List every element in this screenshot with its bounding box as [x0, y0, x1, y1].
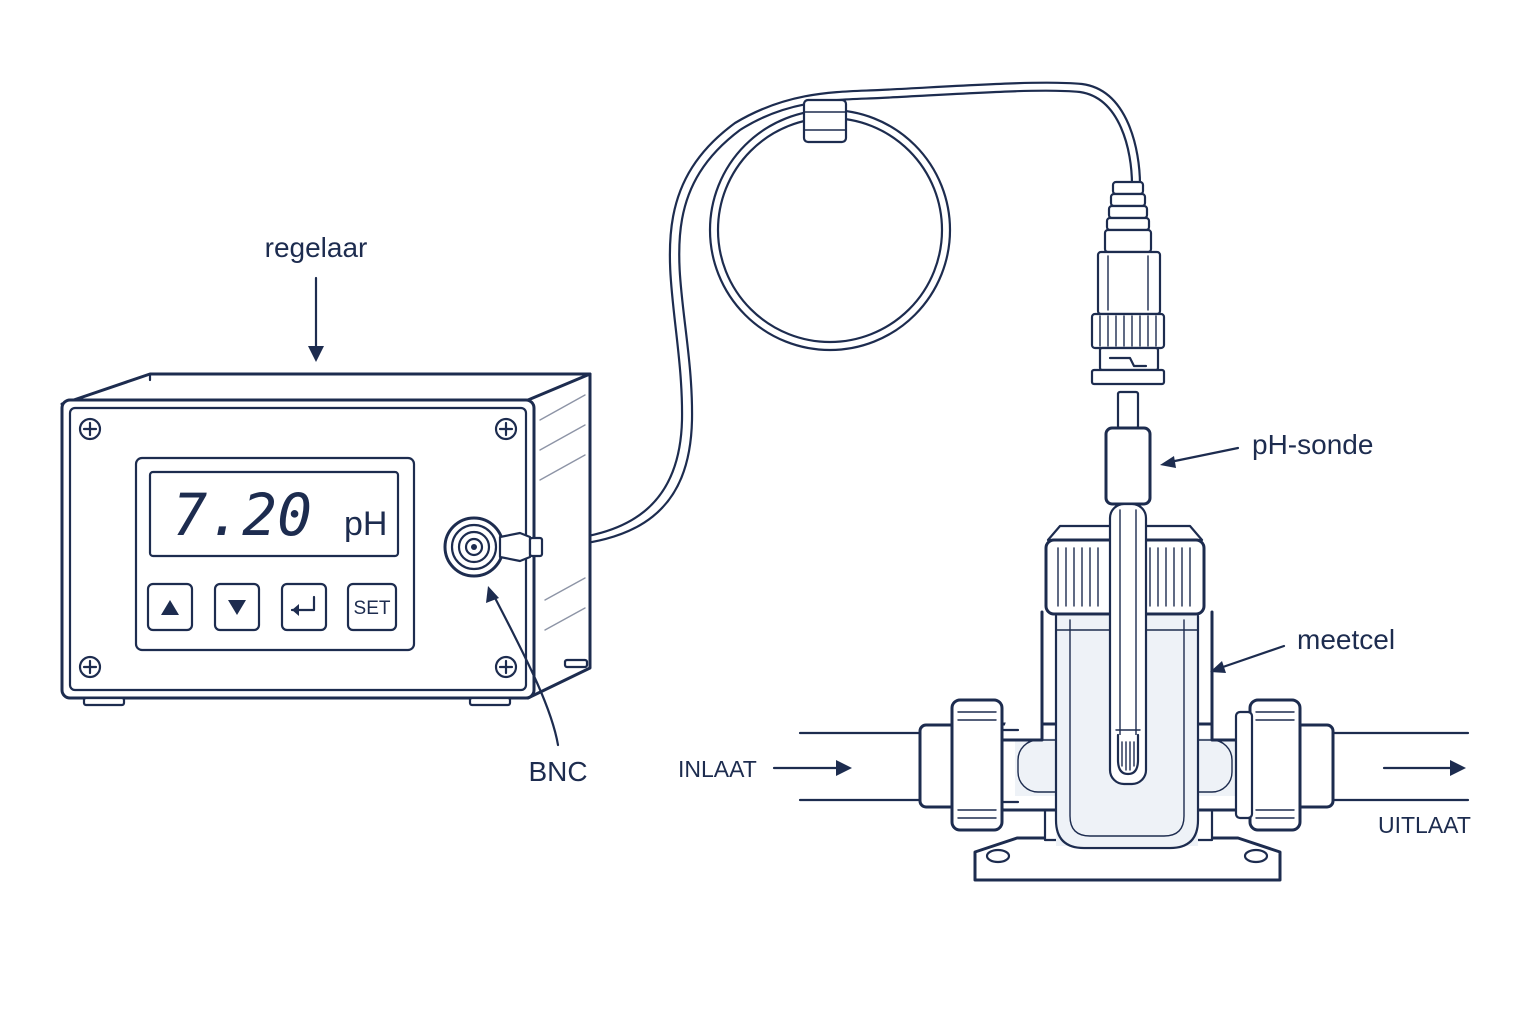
outlet-pipe — [1326, 731, 1470, 802]
union-nut-left — [918, 698, 1020, 832]
outlet-label-group: UITLAAT — [1378, 760, 1471, 838]
probe-cable — [538, 81, 1142, 549]
set-button-label: SET — [354, 598, 391, 619]
display-panel: 7.20 pH — [134, 456, 416, 652]
screw-icon — [494, 655, 518, 679]
inlet-pipe — [798, 731, 927, 802]
down-button[interactable] — [213, 582, 261, 632]
display-value: 7.20 — [172, 481, 312, 549]
probe-label: pH-sonde — [1252, 429, 1373, 460]
bnc-socket — [443, 516, 544, 578]
union-nut-right — [1234, 698, 1335, 832]
controller-label-group: regelaar — [265, 232, 368, 362]
arrow-right-icon — [1450, 760, 1466, 776]
arrow-left-icon — [1210, 661, 1226, 673]
cell-label-group: meetcel — [1210, 624, 1395, 673]
cell-label: meetcel — [1297, 624, 1395, 655]
arrow-up-left-icon — [486, 586, 499, 603]
triangle-up-icon — [161, 600, 179, 615]
arrow-right-icon — [836, 760, 852, 776]
inlet-label-group: INLAAT — [678, 756, 852, 782]
bnc-label-group: BNC — [486, 586, 588, 787]
outlet-label: UITLAAT — [1378, 812, 1471, 838]
screw-icon — [78, 655, 102, 679]
screw-icon — [494, 417, 518, 441]
bnc-plug — [1090, 180, 1166, 386]
ph-probe — [1104, 390, 1152, 786]
bnc-label: BNC — [528, 756, 587, 787]
arrow-down-icon — [308, 346, 324, 362]
triangle-down-icon — [228, 600, 246, 615]
screw-icon — [78, 417, 102, 441]
display-unit: pH — [344, 505, 387, 543]
set-button[interactable]: SET — [346, 582, 398, 632]
enter-button[interactable] — [280, 582, 328, 632]
controller-label: regelaar — [265, 232, 368, 263]
probe-label-group: pH-sonde — [1160, 429, 1373, 468]
up-button[interactable] — [146, 582, 194, 632]
enter-arrow-icon — [290, 595, 316, 616]
inlet-label: INLAAT — [678, 756, 757, 782]
arrow-left-icon — [1160, 456, 1176, 468]
